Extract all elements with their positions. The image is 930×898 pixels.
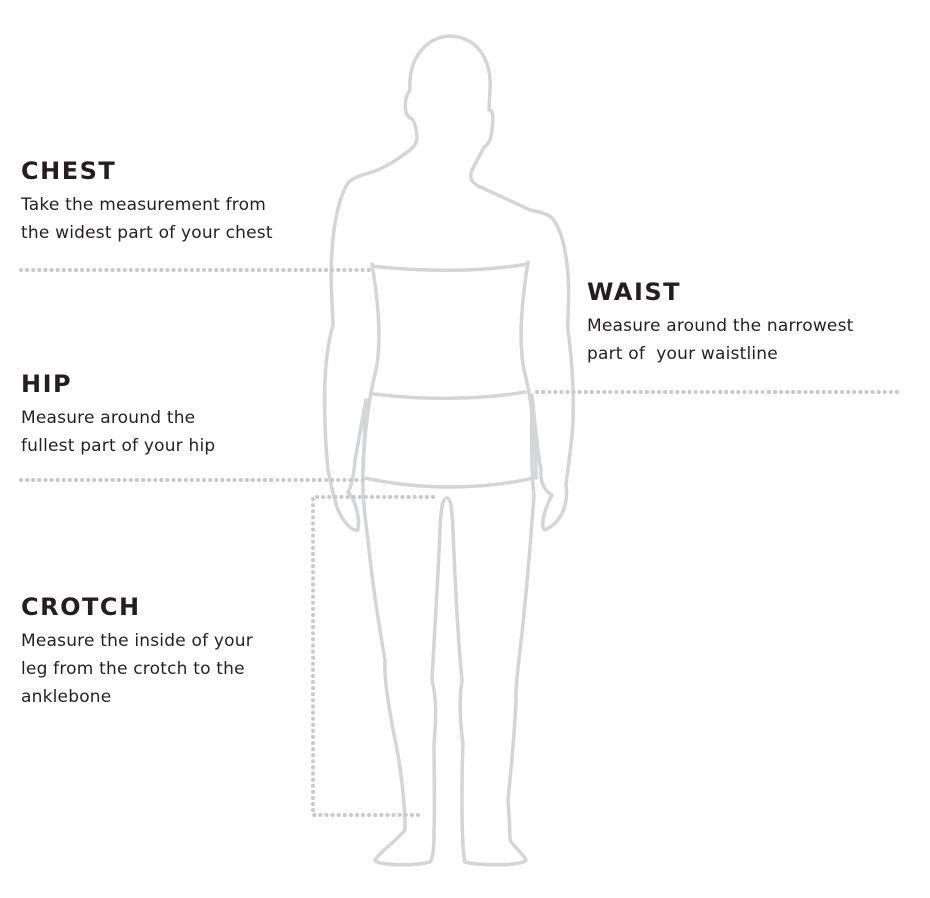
crotch-description: Measure the inside of your leg from the … (21, 631, 253, 707)
chest-band-line (370, 262, 530, 273)
hip-band-line (363, 476, 536, 489)
crotch-title: CROTCH (21, 593, 141, 621)
waist-section: WAIST Measure around the narrowest part … (587, 278, 917, 368)
body-outline-icon (322, 34, 575, 867)
hip-title: HIP (21, 370, 73, 398)
crotch-guide-line (311, 495, 435, 817)
chest-section: CHEST Take the measurement from the wide… (21, 157, 321, 247)
chest-title: CHEST (21, 157, 117, 185)
right-torso-side-line (519, 260, 538, 480)
crotch-section: CROTCH Measure the inside of your leg fr… (21, 593, 311, 711)
waist-title: WAIST (587, 278, 682, 306)
left-torso-side-line (361, 262, 381, 472)
waist-description: Measure around the narrowest part of you… (587, 316, 854, 364)
waist-band-line (372, 390, 527, 401)
hip-description: Measure around the fullest part of your … (21, 408, 216, 456)
hip-section: HIP Measure around the fullest part of y… (21, 370, 321, 460)
chest-description: Take the measurement from the widest par… (21, 195, 273, 243)
